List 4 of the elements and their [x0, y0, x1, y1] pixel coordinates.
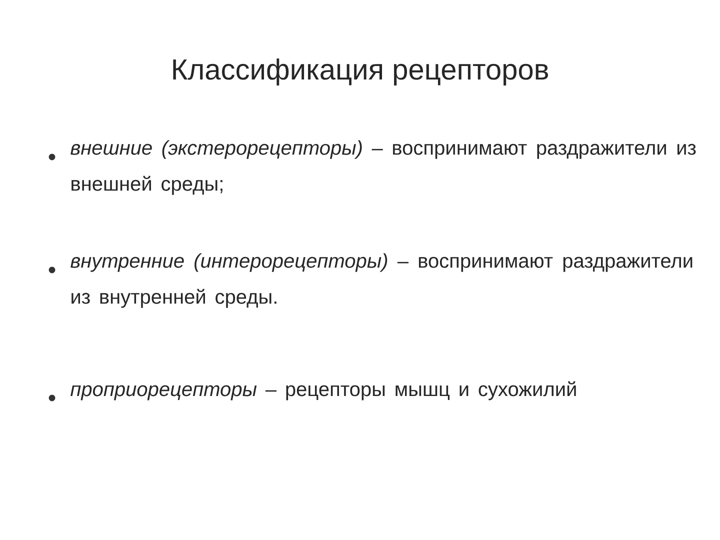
bullet-text: проприорецепторы – рецепторы мышц и сухожилий: [70, 381, 576, 400]
slide-title: Классификация рецепторов: [173, 58, 548, 86]
bullet-text: внешние (экстерорецепторы) – воспринимают раздражители из внешней среды;: [70, 140, 696, 195]
bullet-text: внутренние (интерорецепторы) – воспринимают раздражители из внутренней среды.: [70, 253, 692, 308]
